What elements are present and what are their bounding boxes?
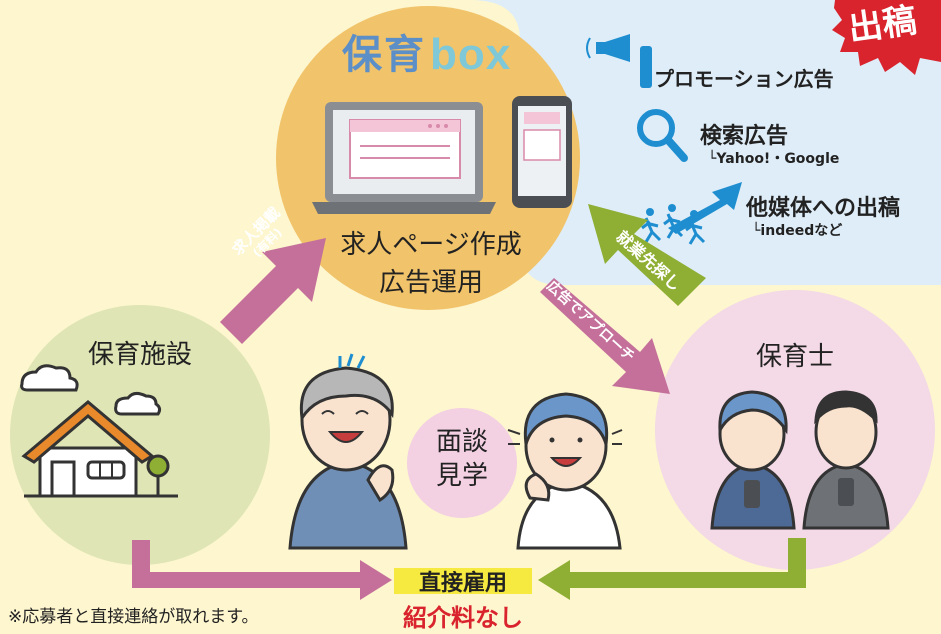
hub-subtitle: 広告運用	[378, 268, 483, 298]
laptop-icon	[312, 102, 496, 214]
facility-to-hire-arrow	[132, 540, 392, 600]
promo-item-label: プロモーション広告	[654, 67, 834, 91]
hub-title: 求人ページ作成	[340, 230, 522, 260]
interviewer-person-icon	[288, 353, 408, 550]
meeting-line-1: 面談	[435, 427, 488, 457]
promo-item-sub: └indeedなど	[752, 223, 843, 239]
promo-item-sub: └Yahoo!・Google	[708, 151, 840, 167]
brand-logo-box: box	[430, 30, 512, 79]
megaphone-icon	[586, 34, 652, 88]
house-icon	[21, 400, 178, 498]
promo-panel	[470, 0, 941, 285]
badge-shape	[832, 0, 941, 75]
footnote: ※応募者と直接連絡が取れます。	[8, 607, 259, 627]
brand-logo: 保育 box	[342, 24, 511, 80]
direct-hire-label: 直接雇用	[418, 571, 507, 596]
promo-item-label: 検索広告	[700, 124, 789, 149]
meeting-line-2: 見学	[435, 461, 488, 491]
meeting-circle	[407, 408, 517, 518]
approach-arrow	[540, 278, 670, 394]
facility-circle	[10, 305, 270, 565]
job-search-arrow	[588, 204, 706, 306]
smartphone-icon	[512, 96, 572, 208]
direct-hire-highlight	[394, 568, 532, 594]
facility-label: 保育施設	[87, 340, 192, 370]
magnifier-icon	[637, 109, 688, 162]
cloud-icon	[20, 364, 162, 416]
promo-item-label: 他媒体への出稿	[746, 196, 901, 221]
teacher-to-hire-arrow	[538, 538, 806, 600]
no-fee-label: 紹介料なし	[403, 604, 523, 632]
listing-arrow	[220, 238, 326, 344]
meeting-label: 面談 見学	[412, 425, 512, 493]
childcare-workers-icon	[710, 390, 890, 530]
runners-icon	[641, 182, 742, 245]
brand-logo-kanji: 保育	[342, 31, 426, 78]
applicant-person-icon	[507, 392, 623, 550]
teacher-label: 保育士	[755, 342, 834, 372]
